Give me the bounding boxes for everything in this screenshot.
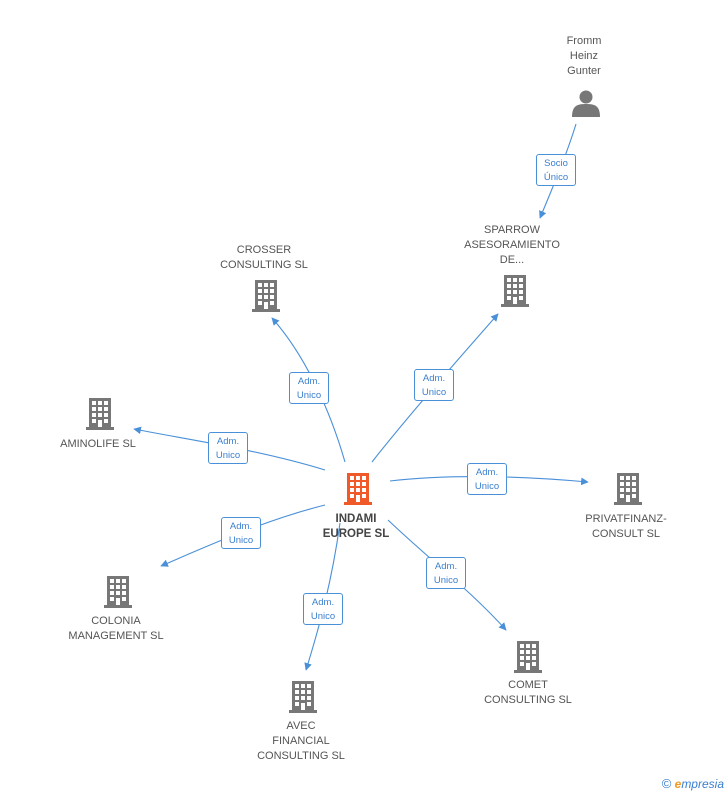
edge-label-line: Adm. bbox=[434, 561, 458, 572]
edge-label-line: Adm. bbox=[216, 436, 240, 447]
edge-label-line: Adm. bbox=[311, 597, 335, 608]
node-label-line: CONSULTING SL bbox=[220, 259, 308, 271]
edge-label-line: Unico bbox=[474, 481, 500, 492]
edge-label-line: Unico bbox=[310, 611, 336, 622]
edge-label-line: Adm. bbox=[422, 373, 446, 384]
building-icon-crosser[interactable] bbox=[252, 280, 280, 312]
edge-label-line: Unico bbox=[228, 535, 254, 546]
edge-label-line: Adm. bbox=[229, 521, 253, 532]
node-label-line: COLONIA bbox=[91, 615, 141, 627]
node-label-line: AMINOLIFE SL bbox=[60, 438, 136, 450]
building-icon-privatfinanz[interactable] bbox=[614, 473, 642, 505]
copyright-icon: © bbox=[661, 776, 672, 791]
node-label-line: PRIVATFINANZ- bbox=[585, 513, 667, 525]
edge-label-line: Único bbox=[543, 172, 569, 183]
brand-name: mpresia bbox=[681, 777, 724, 791]
center-company-name-line: INDAMI bbox=[335, 513, 377, 525]
edge-label-line: Unico bbox=[433, 575, 459, 586]
edge-label-aminolife[interactable]: Adm. Unico bbox=[208, 432, 248, 464]
node-label-crosser[interactable]: CROSSER CONSULTING SL bbox=[220, 243, 308, 273]
edge-label-line: Adm. bbox=[297, 376, 321, 387]
node-label-line: CONSULTING SL bbox=[484, 694, 572, 706]
edge-label-line: Unico bbox=[215, 450, 241, 461]
node-label-sparrow[interactable]: SPARROW ASESORAMIENTO DE... bbox=[464, 223, 560, 268]
person-icon-fromm[interactable] bbox=[572, 90, 600, 118]
node-label-line: MANAGEMENT SL bbox=[68, 630, 164, 642]
center-company-name[interactable]: INDAMI EUROPE SL bbox=[323, 512, 389, 542]
node-label-line: SPARROW bbox=[483, 224, 541, 236]
node-label-avec[interactable]: AVEC FINANCIAL CONSULTING SL bbox=[257, 719, 345, 764]
edge-label-sparrow[interactable]: Adm. Unico bbox=[414, 369, 454, 401]
node-label-line: CROSSER bbox=[236, 244, 292, 256]
node-label-privatfinanz[interactable]: PRIVATFINANZ- CONSULT SL bbox=[585, 512, 666, 542]
edge-label-avec[interactable]: Adm. Unico bbox=[303, 593, 343, 625]
node-label-line: DE... bbox=[499, 254, 525, 266]
edge-label-line: Socio bbox=[544, 158, 568, 169]
building-icon-sparrow[interactable] bbox=[501, 275, 529, 307]
brand-logo-e: e bbox=[674, 777, 682, 791]
center-company-name-line: EUROPE SL bbox=[322, 528, 390, 540]
node-label-aminolife[interactable]: AMINOLIFE SL bbox=[60, 437, 136, 452]
node-label-line: COMET bbox=[508, 679, 548, 691]
edge-label-line: Unico bbox=[421, 387, 447, 398]
edge-label-crosser[interactable]: Adm. Unico bbox=[289, 372, 329, 404]
node-label-line: ASESORAMIENTO bbox=[464, 239, 560, 251]
building-icon-colonia[interactable] bbox=[104, 576, 132, 608]
edge-label-line: Adm. bbox=[475, 467, 499, 478]
node-label-line: CONSULTING SL bbox=[257, 750, 345, 762]
node-label-line: Heinz bbox=[569, 50, 599, 62]
building-icon-avec[interactable] bbox=[289, 681, 317, 713]
node-label-line: FINANCIAL bbox=[272, 735, 330, 747]
node-label-line: AVEC bbox=[286, 720, 316, 732]
node-label-line: Fromm bbox=[566, 35, 602, 47]
edge-label-privatfinanz[interactable]: Adm. Unico bbox=[467, 463, 507, 495]
node-label-comet[interactable]: COMET CONSULTING SL bbox=[484, 678, 572, 708]
building-icon-comet[interactable] bbox=[514, 641, 542, 673]
node-label-line: Gunter bbox=[567, 65, 601, 77]
node-label-colonia[interactable]: COLONIA MANAGEMENT SL bbox=[68, 614, 163, 644]
edge-label-comet[interactable]: Adm. Unico bbox=[426, 557, 466, 589]
footer-brand: © empresia bbox=[662, 776, 724, 791]
edge-label-line: Unico bbox=[296, 390, 322, 401]
node-label-line: CONSULT SL bbox=[591, 528, 661, 540]
building-icon-aminolife[interactable] bbox=[86, 398, 114, 430]
center-company-building-icon[interactable] bbox=[344, 473, 372, 505]
edge-label-colonia[interactable]: Adm. Unico bbox=[221, 517, 261, 549]
